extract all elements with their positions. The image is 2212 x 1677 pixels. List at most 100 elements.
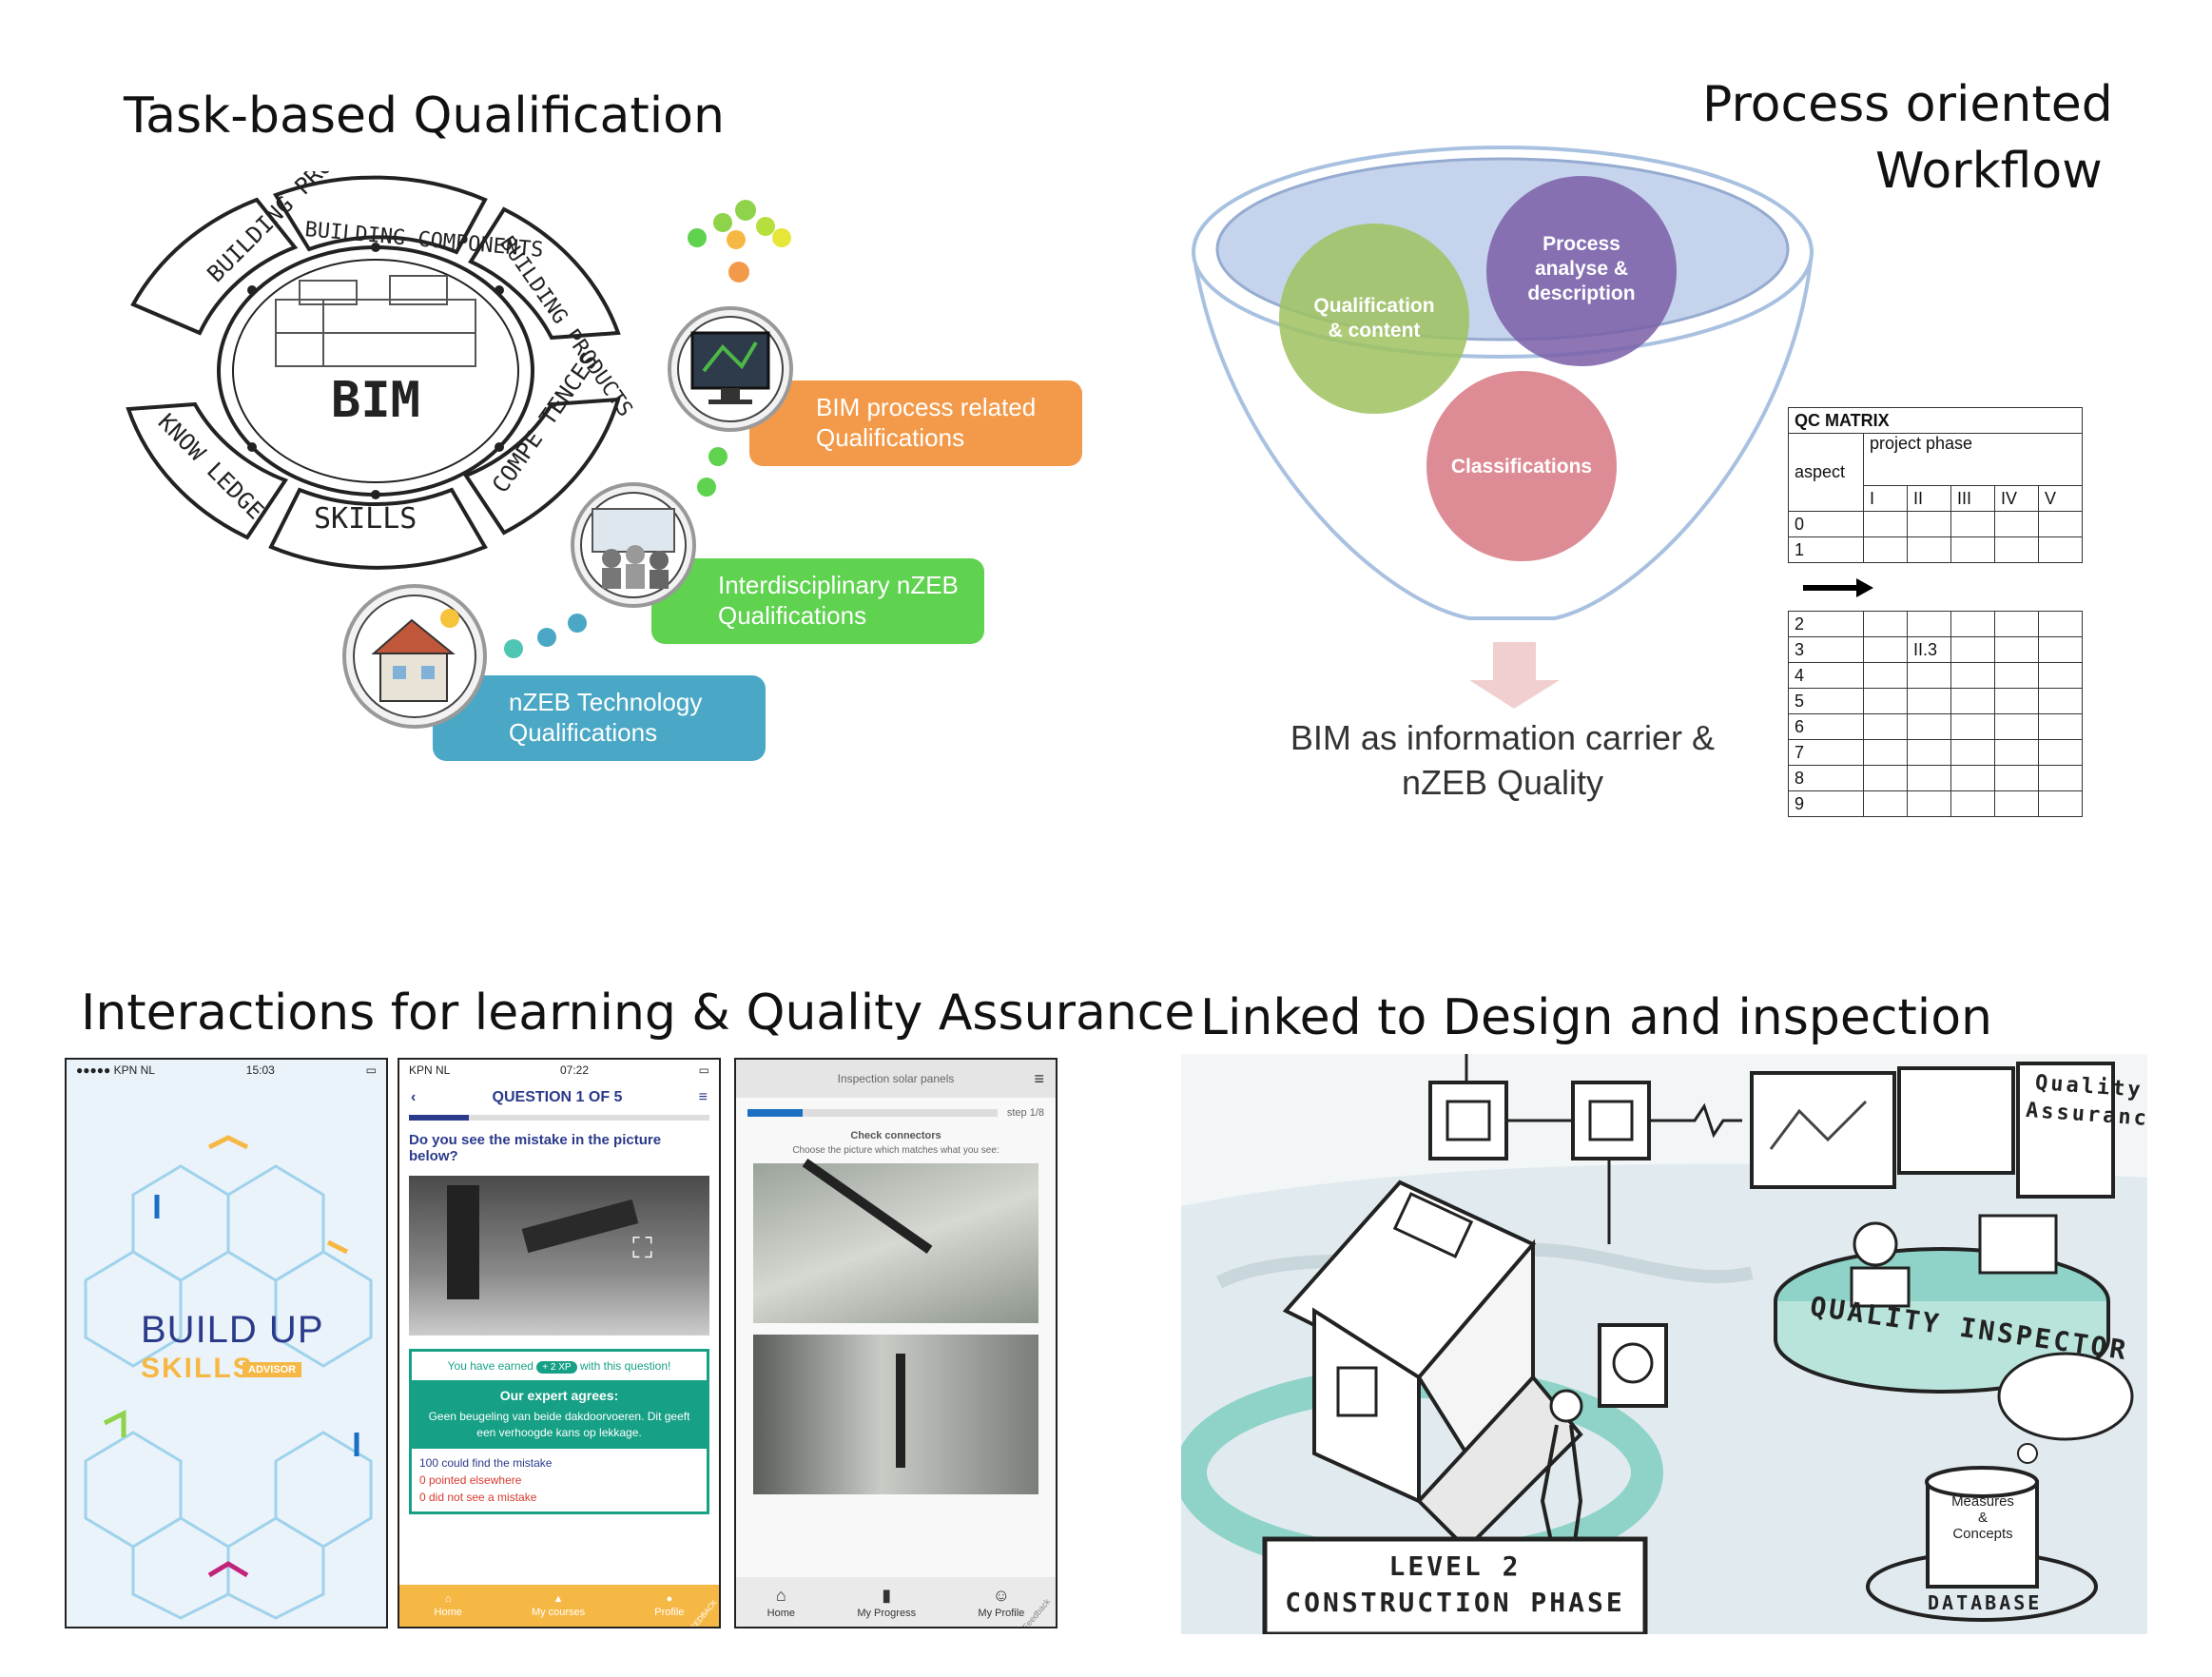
funnel-output-line2: nZEB Quality xyxy=(1402,763,1603,802)
qualification-label: Qualifications xyxy=(816,423,965,452)
book-icon: ▮ xyxy=(882,1585,892,1605)
xp-badge: + 2 XP xyxy=(536,1361,577,1374)
inspection-sketch xyxy=(1181,1054,2147,1634)
advisor-badge: ADVISOR xyxy=(243,1362,302,1377)
qc-matrix-title: QC MATRIX xyxy=(1788,407,2083,434)
qc-row-label: 6 xyxy=(1788,713,1864,740)
select-icon[interactable]: ⛶ xyxy=(632,1233,652,1264)
cable-shape xyxy=(896,1354,905,1468)
battery-icon: ▭ xyxy=(698,1063,709,1077)
nav-label: Profile xyxy=(654,1607,685,1618)
qc-row-label: 8 xyxy=(1788,765,1864,791)
meeting-illustration xyxy=(571,482,696,608)
title-process-line1: Process oriented xyxy=(1702,76,2113,133)
inspection-header: Inspection solar panels ≡ xyxy=(736,1060,1056,1098)
qc-row-label: 5 xyxy=(1788,688,1864,714)
segment-label-competences: COMPE TENCES xyxy=(487,347,603,497)
qualification-bim-process: BIM process related Qualifications xyxy=(749,380,1082,466)
qc-phase-col: II xyxy=(1907,485,1951,512)
bottom-nav: ⌂ Home ▲ My courses ●Profile xyxy=(399,1585,719,1627)
nav-label: My Progress xyxy=(857,1607,917,1619)
funnel-circle1-line2: & content xyxy=(1329,320,1421,341)
qc-row-label: 2 xyxy=(1788,611,1864,637)
stat-not-seen: 0 did not see a mistake xyxy=(419,1491,537,1504)
decor-dot xyxy=(727,230,746,249)
decor-dot xyxy=(697,478,716,497)
qualification-interdisciplinary: Interdisciplinary nZEB Qualifications xyxy=(651,558,984,644)
qualification-label: nZEB Technology xyxy=(509,688,703,716)
qc-row-label: 1 xyxy=(1788,536,1864,563)
graduation-cap-icon: ▲ xyxy=(553,1593,564,1605)
funnel-circle2-line3: description xyxy=(1527,283,1635,304)
qc-arrow-icon xyxy=(1803,578,1873,597)
title-linked-design: Linked to Design and inspection xyxy=(1200,989,1993,1046)
choice-image-1[interactable] xyxy=(753,1159,1038,1323)
status-bar: KPN NL 07:22 ▭ xyxy=(399,1060,719,1081)
earned-pre: You have earned xyxy=(447,1359,534,1373)
nav-label: My Profile xyxy=(978,1607,1025,1619)
home-icon: ⌂ xyxy=(444,1593,452,1605)
menu-icon[interactable]: ≡ xyxy=(1034,1068,1044,1088)
funnel-circle1-line1: Qualification xyxy=(1313,295,1434,317)
menu-icon[interactable]: ≡ xyxy=(698,1089,708,1105)
logo-skills: SKILLS xyxy=(141,1353,254,1384)
decor-dot xyxy=(708,447,728,466)
bim-center-label: BIM xyxy=(331,372,420,429)
time-label: 15:03 xyxy=(245,1063,275,1077)
funnel-output-arrow xyxy=(1469,642,1560,709)
back-icon[interactable]: ‹ xyxy=(411,1089,417,1105)
inspection-illustration: Quality Assurance QUALITY INSPECTOR Meas… xyxy=(1181,1054,2147,1634)
decor-dot xyxy=(772,228,791,247)
battery-icon: ▭ xyxy=(365,1063,377,1077)
pipe-shape xyxy=(447,1185,479,1299)
nav-profile[interactable]: ●Profile xyxy=(654,1593,684,1618)
bottom-nav: ⌂ Home ▮ My Progress ☺ My Profile xyxy=(736,1577,1056,1627)
funnel-circle3: Classifications xyxy=(1451,456,1592,478)
decor-dot xyxy=(568,614,587,633)
question-counter: QUESTION 1 OF 5 xyxy=(492,1089,623,1105)
qc-phase-col: I xyxy=(1863,485,1908,512)
expert-title: Our expert agrees: xyxy=(499,1388,619,1403)
db-line2: & xyxy=(1977,1510,1988,1526)
qc-phase-col: V xyxy=(2038,485,2083,512)
choice-image-2[interactable] xyxy=(753,1335,1038,1494)
qc-row-label: 0 xyxy=(1788,511,1864,537)
feedback-card: You have earned + 2 XP with this questio… xyxy=(409,1349,709,1514)
expert-box: Our expert agrees: Geen beugeling van be… xyxy=(412,1380,707,1449)
qualification-label: Qualifications xyxy=(718,601,867,630)
database-contents: Measures & Concepts xyxy=(1929,1493,2037,1542)
nav-label: Home xyxy=(434,1607,462,1618)
funnel-circle2-line2: analyse & xyxy=(1535,258,1628,280)
nav-label: Home xyxy=(766,1607,795,1619)
db-line3: Concepts xyxy=(1952,1526,2013,1542)
decor-dot xyxy=(756,217,775,236)
qc-phase-col: III xyxy=(1950,485,1995,512)
bim-wheel-diagram: BIM BUILDING PROCESS BUILDING COMPONENTS… xyxy=(126,171,637,570)
inspection-title: Inspection solar panels xyxy=(837,1072,955,1085)
qualification-label: Interdisciplinary nZEB xyxy=(718,571,959,599)
logo-build-up: BUILD UP xyxy=(141,1309,324,1351)
question-photo[interactable]: ⛶ xyxy=(409,1176,709,1336)
level-line2: CONSTRUCTION PHASE xyxy=(1285,1587,1625,1618)
nav-my-profile[interactable]: ☺ My Profile xyxy=(978,1586,1024,1619)
title-interactions: Interactions for learning & Quality Assu… xyxy=(81,985,1195,1042)
funnel-diagram: Qualification & content Process analyse … xyxy=(1192,146,1814,802)
home-icon: ⌂ xyxy=(775,1585,786,1605)
level-box: LEVEL 2 CONSTRUCTION PHASE xyxy=(1265,1549,1645,1621)
nav-home[interactable]: ⌂ Home xyxy=(435,1593,462,1618)
title-task-based: Task-based Qualification xyxy=(124,88,725,145)
inspection-subtitle: Check connectors xyxy=(850,1130,941,1141)
phone-question: KPN NL 07:22 ▭ ‹ QUESTION 1 OF 5 ≡ Do yo… xyxy=(398,1058,721,1628)
nav-home[interactable]: ⌂ Home xyxy=(767,1586,795,1619)
user-icon: ☺ xyxy=(992,1585,1011,1605)
nav-my-courses[interactable]: ▲ My courses xyxy=(532,1593,585,1618)
nav-label: My courses xyxy=(531,1607,586,1618)
qc-row-label: 7 xyxy=(1788,739,1864,766)
cable-shape xyxy=(802,1159,933,1254)
step-row: step 1/8 xyxy=(736,1098,1056,1122)
expert-text: Geen beugeling van beide dakdoorvoeren. … xyxy=(428,1410,690,1439)
monitor-illustration xyxy=(668,306,793,432)
nav-my-progress[interactable]: ▮ My Progress xyxy=(857,1586,916,1619)
step-progress-fill xyxy=(747,1109,803,1117)
